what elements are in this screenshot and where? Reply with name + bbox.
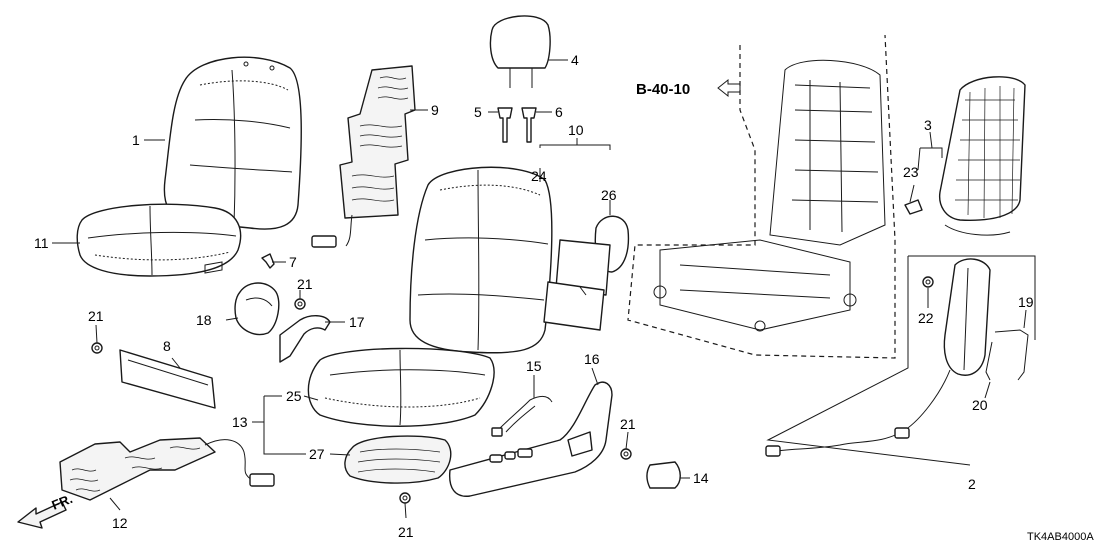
reference-code[interactable]: B-40-10	[636, 81, 690, 98]
reference-arrow[interactable]	[717, 78, 741, 98]
bolt-21-left[interactable]	[91, 342, 103, 354]
callout-21-lower[interactable]: 21	[398, 524, 414, 540]
callout-13[interactable]: 13	[232, 414, 248, 430]
front-arrow-icon	[17, 501, 67, 529]
callout-15[interactable]: 15	[526, 358, 542, 374]
seat-cushion-cover[interactable]	[76, 203, 242, 277]
switch-harness[interactable]	[491, 396, 553, 437]
bolt-21-upper[interactable]	[294, 298, 306, 310]
seat-frame-reference	[627, 34, 896, 359]
seatback-back-panel[interactable]	[938, 76, 1026, 236]
callout-1[interactable]: 1	[132, 132, 140, 148]
callout-25[interactable]: 25	[286, 388, 302, 404]
headrest-guide-lock[interactable]	[497, 107, 513, 143]
leader-lines	[52, 59, 1036, 519]
seat-side-cover[interactable]	[448, 381, 613, 497]
seatback-cover[interactable]	[163, 56, 302, 230]
airbag-wire-bracket[interactable]	[985, 329, 1029, 381]
callout-23[interactable]: 23	[903, 164, 919, 180]
clip[interactable]	[261, 253, 275, 269]
callout-6[interactable]: 6	[555, 104, 563, 120]
seat-cushion-heater[interactable]	[344, 435, 452, 484]
seatback-side-pad[interactable]	[543, 215, 630, 331]
callout-17[interactable]: 17	[349, 314, 365, 330]
seat-cushion-pad[interactable]	[307, 347, 495, 427]
callout-5[interactable]: 5	[474, 104, 482, 120]
callout-4[interactable]: 4	[571, 52, 579, 68]
callout-11[interactable]: 11	[34, 235, 49, 251]
callout-18[interactable]: 18	[196, 312, 212, 328]
callout-21-right[interactable]: 21	[620, 416, 636, 432]
bolt-21-right[interactable]	[620, 448, 632, 460]
callout-7[interactable]: 7	[289, 254, 297, 270]
callout-26[interactable]: 26	[601, 187, 617, 203]
seatback-pad[interactable]	[409, 166, 553, 354]
callout-24[interactable]: 24	[531, 168, 547, 184]
callout-19[interactable]: 19	[1018, 294, 1034, 310]
callout-12[interactable]: 12	[112, 515, 128, 531]
callout-27[interactable]: 27	[309, 446, 325, 462]
front-marker: FR.	[50, 491, 75, 513]
drawing-id: TK4AB4000A	[1027, 531, 1094, 543]
cushion-heater-mat[interactable]	[59, 437, 275, 501]
callout-21-upper[interactable]: 21	[297, 276, 313, 292]
callout-20[interactable]: 20	[972, 397, 988, 413]
callout-22[interactable]: 22	[918, 310, 934, 326]
recliner-inner-cover[interactable]	[279, 315, 331, 363]
callout-10[interactable]: 10	[568, 122, 584, 138]
side-airbag[interactable]	[765, 258, 991, 457]
callout-21-left[interactable]: 21	[88, 308, 104, 324]
recliner-cover[interactable]	[234, 282, 280, 336]
bolt-21-lower[interactable]	[399, 492, 411, 504]
callout-14[interactable]: 14	[693, 470, 709, 486]
airbag-nut[interactable]	[922, 276, 934, 288]
side-trim-cover[interactable]	[119, 349, 216, 409]
callout-16[interactable]: 16	[584, 351, 600, 367]
callout-3[interactable]: 3	[924, 117, 932, 133]
headrest-guide-free[interactable]	[521, 107, 537, 143]
back-panel-clip[interactable]	[904, 199, 923, 215]
callout-2[interactable]: 2	[968, 476, 976, 492]
callout-9[interactable]: 9	[431, 102, 439, 118]
adjust-knob[interactable]	[646, 461, 681, 489]
seatback-heater[interactable]	[311, 65, 416, 248]
headrest[interactable]	[489, 15, 551, 88]
callout-8[interactable]: 8	[163, 338, 171, 354]
